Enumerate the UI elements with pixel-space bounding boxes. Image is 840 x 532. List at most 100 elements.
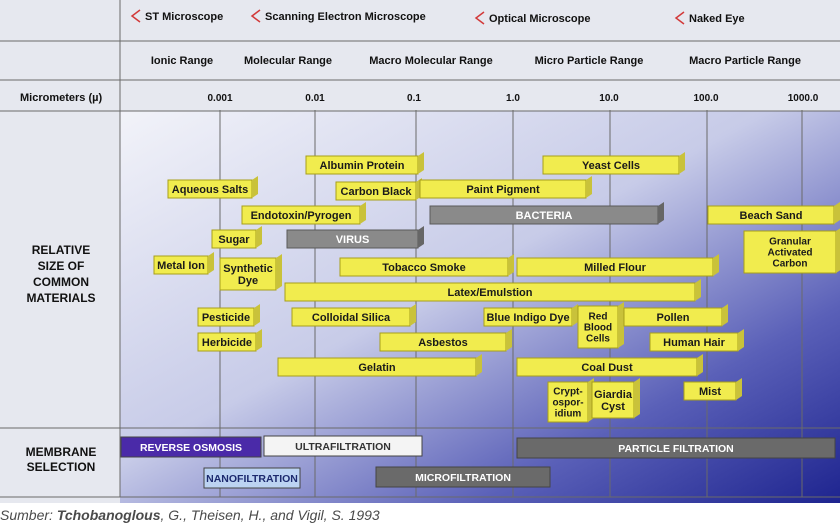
material-bar: Coal Dust: [516, 354, 703, 377]
grid-lines: [0, 0, 840, 498]
materials-section-label: RELATIVE: [32, 243, 90, 257]
material-bar: Latex/Emulstion: [284, 279, 701, 302]
membrane-bar: NANOFILTRATION: [203, 467, 301, 489]
material-bar: Beach Sand: [707, 202, 840, 225]
legend-item: ST Microscope: [145, 11, 223, 23]
material-bar: Mist: [683, 378, 742, 401]
scale-tick: 100.0: [693, 93, 718, 104]
material-label: ospor-: [552, 398, 583, 409]
material-bar: Endotoxin/Pyrogen: [241, 202, 366, 225]
material-bar: Pollen: [623, 304, 728, 327]
legend-arrow-icon: [474, 11, 485, 25]
section-labels: RELATIVE SIZE OF COMMON MATERIALS MEMBRANESE…: [26, 243, 97, 474]
membrane-label: ULTRAFILTRATION: [295, 441, 391, 453]
membrane-bar: ULTRAFILTRATION: [263, 435, 423, 457]
source-rest: , G., Theisen, H., and Vigil, S. 1993: [160, 507, 380, 523]
range-label: Macro Particle Range: [689, 55, 801, 67]
material-bar: Aqueous Salts: [167, 176, 258, 199]
source-citation: Sumber: Tchobanoglous, G., Theisen, H., …: [0, 507, 840, 529]
material-label: BACTERIA: [516, 210, 573, 222]
membrane-bar: PARTICLE FILTRATION: [516, 437, 836, 459]
membrane-section-label: MEMBRANE: [26, 445, 97, 459]
source-authors: Tchobanoglous: [56, 507, 161, 523]
membrane-label: NANOFILTRATION: [206, 473, 298, 485]
material-label: Coal Dust: [581, 362, 633, 374]
material-label: Activated: [767, 248, 812, 259]
material-label: Herbicide: [202, 337, 252, 349]
membrane-label: PARTICLE FILTRATION: [618, 443, 734, 455]
material-bar: Sugar: [211, 226, 262, 249]
legend-arrow-icon: [130, 9, 141, 23]
legend-item: Naked Eye: [689, 13, 745, 25]
material-label: Milled Flour: [584, 262, 646, 274]
material-label: VIRUS: [336, 234, 370, 246]
material-label: Carbon Black: [341, 186, 413, 198]
membrane-label: MICROFILTRATION: [415, 472, 511, 484]
material-label: Aqueous Salts: [172, 184, 248, 196]
material-bar: Human Hair: [649, 329, 744, 352]
source-prefix: Sumber:: [0, 507, 57, 523]
membrane-label: REVERSE OSMOSIS: [140, 442, 242, 454]
material-label: Giardia: [594, 389, 633, 401]
material-label: Crypt-: [553, 387, 582, 398]
range-label: Molecular Range: [244, 55, 332, 67]
materials-section-label: COMMON: [33, 275, 89, 289]
material-bar: Yeast Cells: [542, 152, 685, 175]
material-bar: Metal Ion: [153, 252, 214, 275]
material-label: Latex/Emulstion: [448, 287, 533, 299]
scale-tick: 0.01: [305, 93, 325, 104]
membranes: REVERSE OSMOSIS ULTRAFILTRATION PARTICLE F…: [120, 435, 836, 489]
material-bar: Pesticide: [197, 304, 260, 327]
material-label: Blood: [584, 323, 612, 334]
material-bar: Milled Flour: [516, 254, 719, 277]
membrane-section-label: SELECTION: [27, 460, 96, 474]
material-label: Red: [589, 312, 608, 323]
particle-size-chart: ST Microscope Scanning Electron Microscop…: [0, 0, 840, 503]
scale-label: Micrometers (µ): [20, 92, 102, 104]
membrane-bar: REVERSE OSMOSIS: [120, 436, 262, 458]
materials-section-label: MATERIALS: [26, 291, 95, 305]
material-bar: Colloidal Silica: [291, 304, 416, 327]
material-label: Colloidal Silica: [312, 312, 391, 324]
material-bar: VIRUS: [286, 226, 424, 249]
material-label: Asbestos: [418, 337, 468, 349]
material-label: Carbon: [773, 259, 808, 270]
membrane-bar: MICROFILTRATION: [375, 466, 551, 488]
material-bar: Gelatin: [277, 354, 482, 377]
scale-tick: 0.001: [207, 93, 232, 104]
material-label: Cyst: [601, 401, 625, 413]
material-bar: BACTERIA: [429, 202, 664, 225]
legend-item: Scanning Electron Microscope: [265, 11, 426, 23]
scale-tick: 10.0: [599, 93, 619, 104]
materials-section-label: SIZE OF: [38, 259, 85, 273]
material-label: Tobacco Smoke: [382, 262, 466, 274]
material-bar: Paint Pigment: [419, 176, 592, 199]
range-label: Macro Molecular Range: [369, 55, 492, 67]
scale-tick: 1.0: [506, 93, 520, 104]
material-bar: Asbestos: [379, 329, 512, 352]
legend-item: Optical Microscope: [489, 13, 590, 25]
header-background: [0, 0, 840, 111]
material-label: Pesticide: [202, 312, 250, 324]
material-label: Yeast Cells: [582, 160, 640, 172]
material-bar: Crypt-ospor-idium: [547, 378, 594, 423]
material-label: Paint Pigment: [466, 184, 540, 196]
material-label: Human Hair: [663, 337, 725, 349]
material-label: Albumin Protein: [320, 160, 405, 172]
scale-tick: 0.1: [407, 93, 421, 104]
material-label: Dye: [238, 275, 258, 287]
material-bar: Tobacco Smoke: [339, 254, 514, 277]
material-label: Mist: [699, 386, 721, 398]
legend-arrow-icon: [674, 11, 685, 25]
material-bar: Herbicide: [197, 329, 262, 352]
left-label-background: [0, 111, 120, 503]
range-label: Micro Particle Range: [535, 55, 644, 67]
material-label: Synthetic: [223, 263, 273, 275]
material-label: idium: [555, 409, 582, 420]
